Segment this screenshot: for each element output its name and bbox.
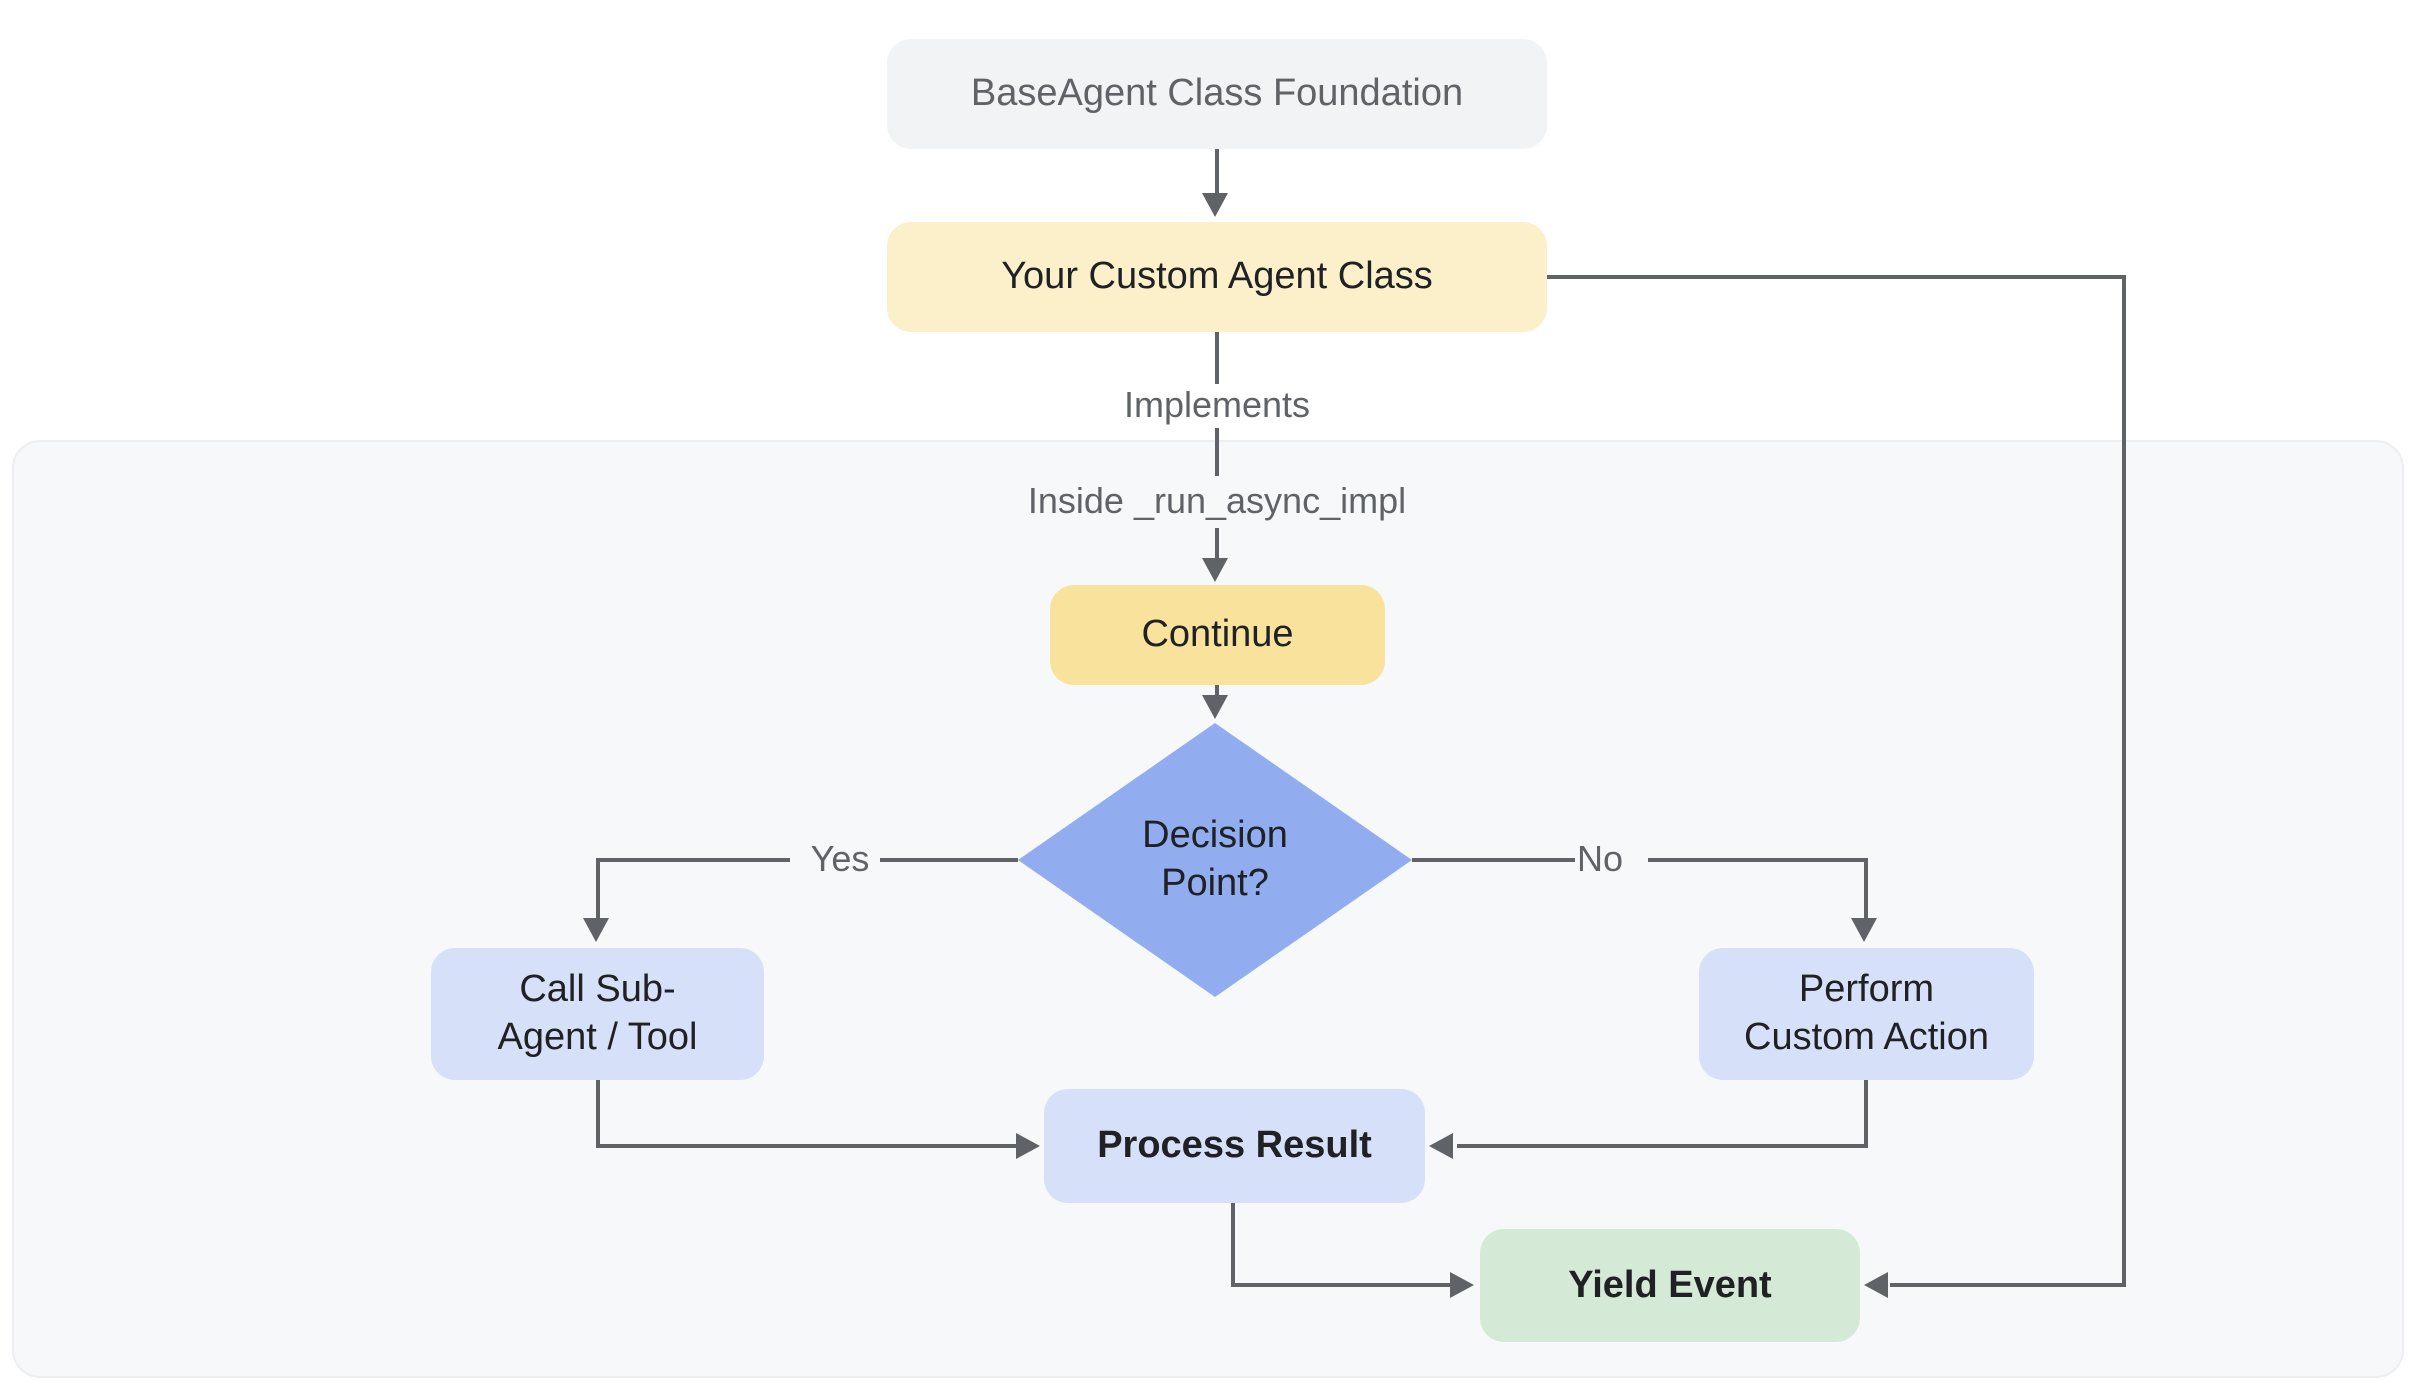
node-continue: Continue — [1050, 585, 1385, 685]
arrowhead-down-icon — [1202, 695, 1228, 719]
edge-feedback-bottom-segment — [1890, 1283, 2126, 1287]
edge-implements-seg3 — [1215, 528, 1219, 560]
arrowhead-right-icon — [1450, 1272, 1474, 1298]
edge-feedback-top-segment — [1547, 275, 2126, 279]
edge-perform-down-segment — [1864, 1080, 1868, 1148]
edge-no-down-segment — [1864, 858, 1868, 920]
edge-yes-left-segment — [598, 858, 790, 862]
edge-base-to-custom-line — [1215, 149, 1219, 195]
edge-call-down-segment — [596, 1080, 600, 1148]
edge-label-no: No — [1576, 838, 1624, 879]
node-custom-agent: Your Custom Agent Class — [887, 222, 1547, 332]
edge-no-left-segment — [1412, 858, 1575, 862]
edge-label-inside-run-async-impl: Inside _run_async_impl — [1027, 480, 1407, 521]
arrowhead-down-icon — [1202, 558, 1228, 582]
arrowhead-down-icon — [1202, 193, 1228, 217]
edge-implements-seg2 — [1215, 428, 1219, 476]
edge-label-implements: Implements — [1123, 384, 1311, 425]
arrowhead-down-icon — [1851, 918, 1877, 942]
edge-continue-to-decision-line — [1215, 685, 1219, 697]
edge-perform-left-segment — [1457, 1144, 1868, 1148]
node-call-sub-agent: Call Sub- Agent / Tool — [431, 948, 764, 1080]
arrowhead-down-icon — [583, 918, 609, 942]
edge-feedback-down-segment — [2122, 275, 2126, 1287]
edge-yes-right-segment — [880, 858, 1018, 862]
node-process-result: Process Result — [1044, 1089, 1425, 1203]
edge-call-right-segment — [596, 1144, 1016, 1148]
edge-yes-down-segment — [596, 858, 600, 920]
edge-no-right-segment — [1648, 858, 1868, 862]
node-base-agent: BaseAgent Class Foundation — [887, 39, 1547, 149]
edge-process-down-segment — [1231, 1203, 1235, 1287]
arrowhead-left-icon — [1429, 1133, 1453, 1159]
edge-process-right-segment — [1231, 1283, 1450, 1287]
arrowhead-right-icon — [1016, 1133, 1040, 1159]
edge-implements-seg1 — [1215, 332, 1219, 384]
edge-label-yes: Yes — [810, 838, 870, 879]
node-yield-event: Yield Event — [1480, 1229, 1860, 1342]
arrowhead-left-icon — [1864, 1272, 1888, 1298]
node-perform-custom-action: Perform Custom Action — [1699, 948, 2034, 1080]
